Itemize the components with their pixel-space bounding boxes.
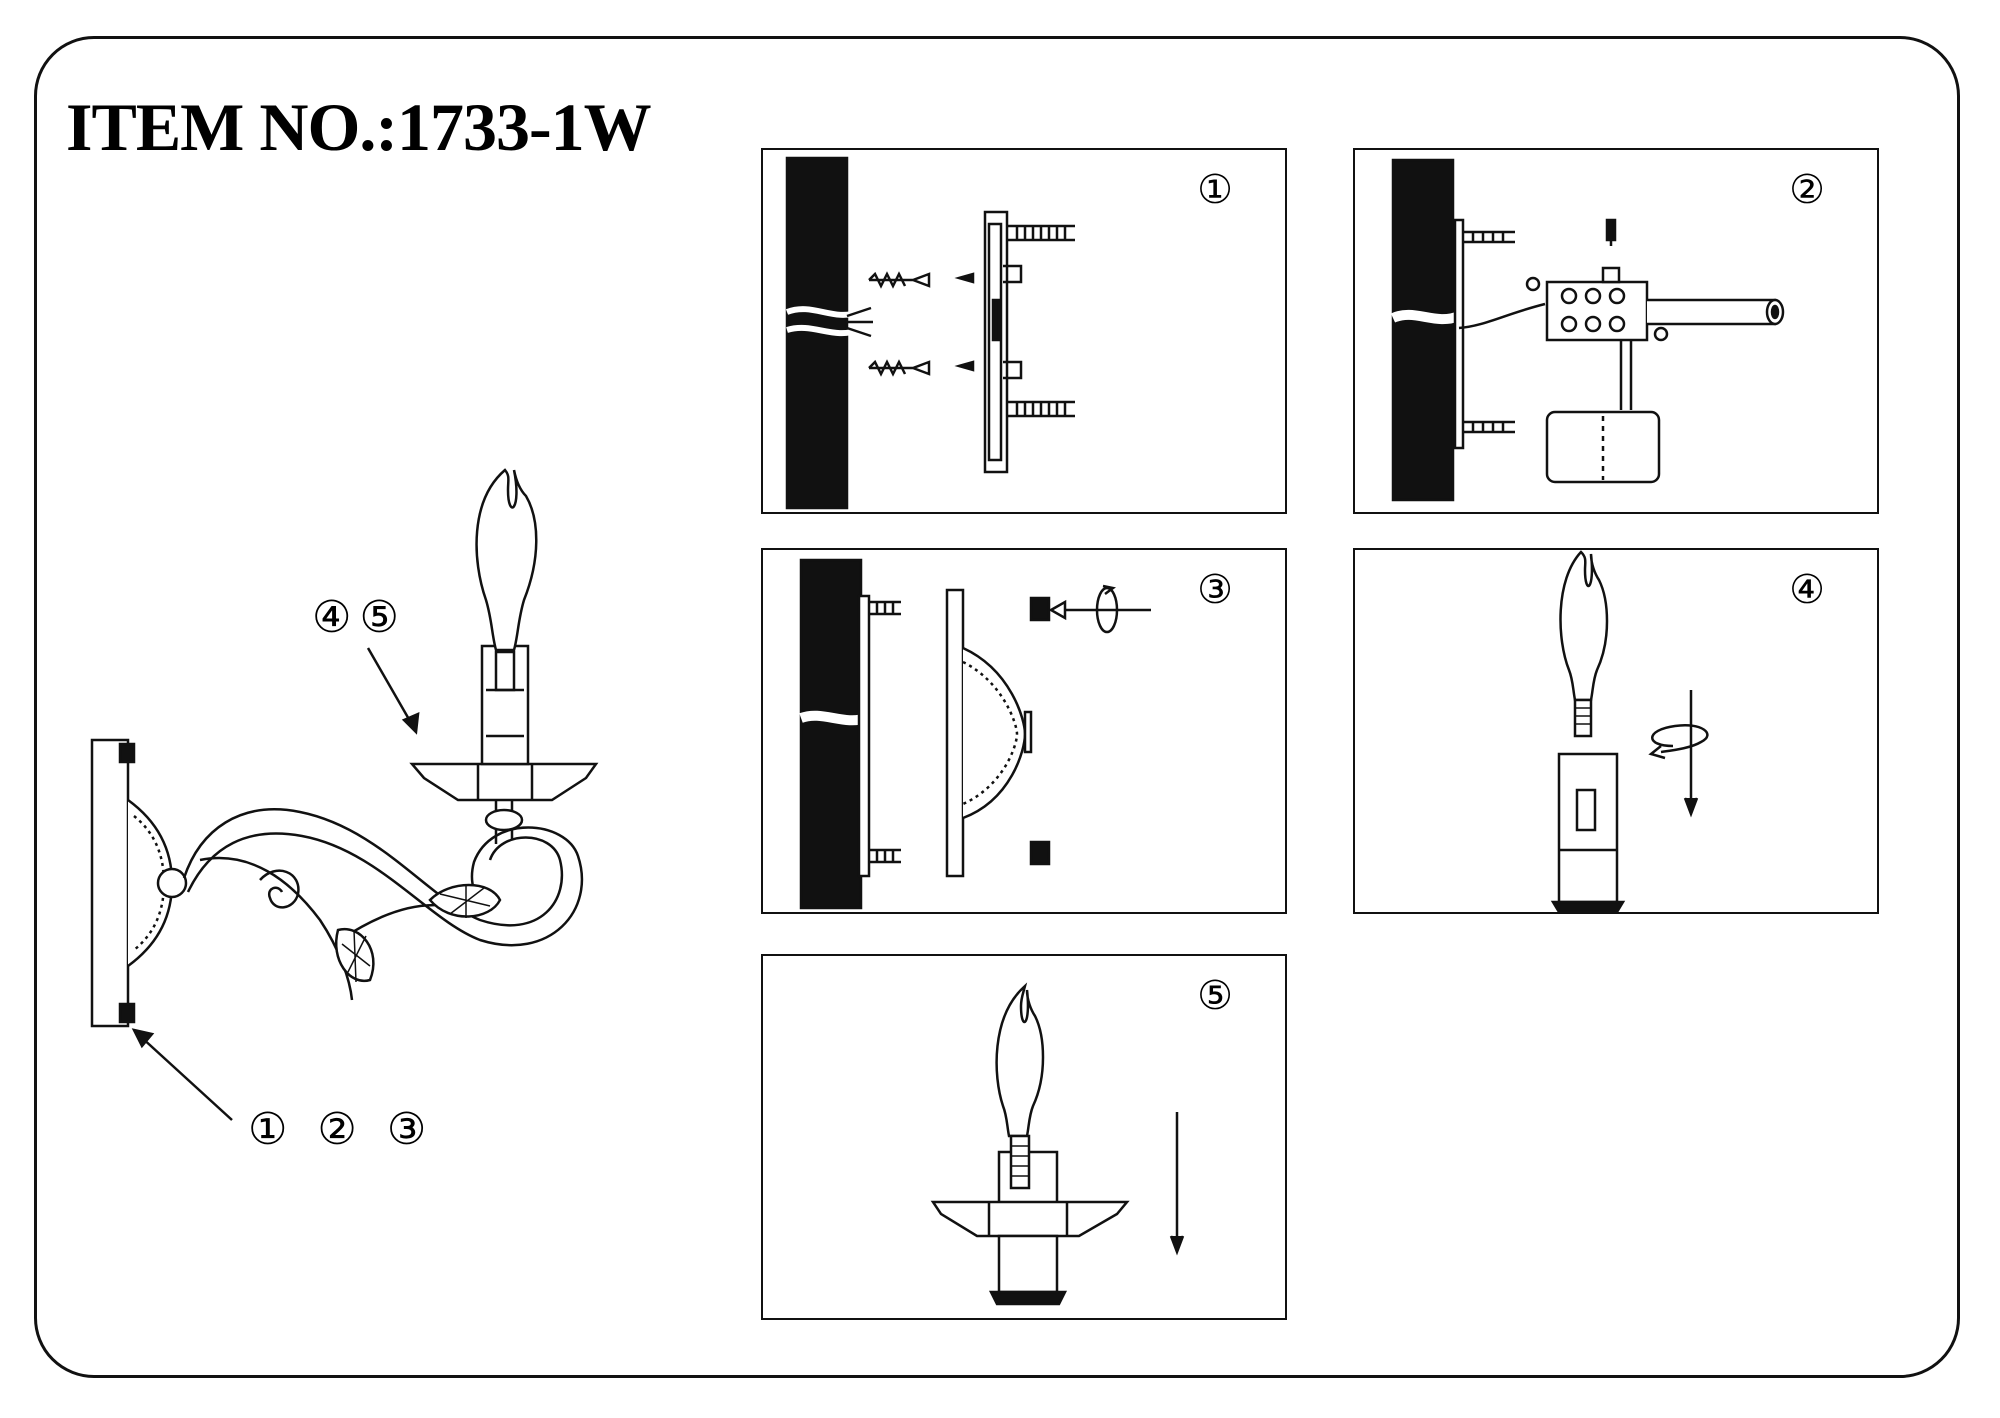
step-4-drawing bbox=[1550, 550, 1709, 914]
canopy-plate bbox=[945, 588, 965, 878]
wall bbox=[1391, 158, 1455, 502]
bracket-inner bbox=[987, 222, 1003, 462]
stem-knuckle bbox=[484, 808, 524, 832]
bolt-bottom bbox=[869, 848, 901, 864]
arm-inner bbox=[186, 826, 584, 947]
page-frame bbox=[34, 36, 1960, 1378]
terminal-screw-top bbox=[1601, 266, 1621, 284]
step-number-5: ⑤ bbox=[1197, 973, 1233, 1019]
step-panel-4: ④ bbox=[1353, 548, 1879, 914]
sleeve-cup bbox=[1550, 900, 1626, 914]
wire-gap bbox=[1390, 309, 1461, 325]
step-number-3: ③ bbox=[1197, 567, 1233, 613]
canopy-dome bbox=[962, 646, 1027, 820]
wires bbox=[846, 306, 873, 338]
curl bbox=[259, 869, 300, 909]
down-arrow-head bbox=[1169, 1235, 1185, 1256]
step-1-drawing bbox=[785, 156, 1075, 510]
supply-wire bbox=[1458, 302, 1546, 330]
bracket bbox=[857, 594, 871, 878]
crystal-facets-2 bbox=[341, 929, 371, 983]
bobeche bbox=[409, 762, 599, 802]
branch bbox=[199, 856, 354, 1001]
arrow-bottom-line bbox=[139, 1035, 233, 1121]
fixture-cable bbox=[1647, 298, 1777, 326]
cap-nut-bottom bbox=[1029, 840, 1051, 866]
anchor-2 bbox=[868, 359, 931, 377]
sleeve-cup bbox=[988, 1290, 1068, 1306]
step-5-drawing bbox=[930, 982, 1185, 1306]
sleeve-lines bbox=[486, 688, 524, 738]
bolt-top bbox=[1007, 224, 1075, 242]
rotation-head bbox=[1648, 745, 1666, 760]
step-number-2: ② bbox=[1789, 167, 1825, 213]
screw-1 bbox=[954, 272, 975, 284]
bolt-top bbox=[869, 600, 901, 616]
callout-steps-4-5: ④⑤ bbox=[312, 592, 407, 643]
sconce-drawing bbox=[90, 468, 599, 1121]
bracket bbox=[1453, 218, 1465, 450]
down-arrow-head bbox=[1683, 797, 1699, 818]
flame-bulb bbox=[995, 982, 1045, 1138]
arrow-top-line bbox=[366, 647, 416, 729]
step-panel-3: ③ bbox=[761, 548, 1287, 914]
wall bbox=[799, 558, 863, 910]
step-3-drawing bbox=[799, 558, 1151, 910]
rotation-head bbox=[1102, 584, 1116, 595]
bolt-top bbox=[1463, 230, 1515, 244]
bulb-base bbox=[1573, 698, 1593, 738]
step-2-drawing bbox=[1390, 158, 1785, 502]
bobeche-lines bbox=[476, 764, 534, 800]
screw-2 bbox=[954, 360, 975, 372]
bobeche-lines bbox=[987, 1202, 1069, 1236]
flame-bulb bbox=[1559, 550, 1609, 702]
bracket-tabs bbox=[1003, 264, 1023, 380]
step-panel-5: ⑤ bbox=[761, 954, 1287, 1320]
drop-wires bbox=[1619, 340, 1633, 410]
canopy-ornament bbox=[133, 815, 166, 951]
screwdriver bbox=[1605, 218, 1617, 246]
cap-nut-top bbox=[1029, 596, 1051, 622]
install-arrow-head bbox=[1048, 599, 1067, 621]
bobeche bbox=[930, 1200, 1130, 1238]
canopy-lip bbox=[1023, 710, 1033, 754]
bulb-threads bbox=[1575, 707, 1591, 725]
wire-gap bbox=[799, 710, 869, 726]
step-number-1: ① bbox=[1197, 167, 1233, 213]
bulb-base bbox=[1009, 1134, 1031, 1190]
anchor-1 bbox=[868, 271, 931, 289]
flame-bulb bbox=[475, 468, 538, 652]
rotation-swirl bbox=[1651, 723, 1709, 754]
plate-screw-bottom bbox=[118, 1002, 136, 1024]
crystal-facets-1 bbox=[439, 884, 491, 918]
canopy-ornament bbox=[962, 660, 1019, 806]
arrow-bottom-head bbox=[131, 1028, 155, 1049]
bolt-bottom bbox=[1007, 400, 1075, 418]
step-panel-1: ① bbox=[761, 148, 1287, 514]
socket bbox=[1575, 788, 1597, 832]
plate-screw-top bbox=[118, 742, 136, 764]
lower-sleeve bbox=[997, 1234, 1059, 1294]
socket bbox=[494, 650, 516, 692]
canopy-knob bbox=[156, 867, 188, 899]
arrow-top-head bbox=[401, 712, 420, 735]
item-number-title: ITEM NO.:1733-1W bbox=[66, 89, 652, 165]
wall-plate bbox=[90, 738, 130, 1028]
step-panel-2: ② bbox=[1353, 148, 1879, 514]
bulb-threads bbox=[1011, 1145, 1029, 1177]
callout-steps-1-2-3: ① ② ③ bbox=[248, 1104, 435, 1155]
bolt-bottom bbox=[1463, 420, 1515, 434]
step-number-4: ④ bbox=[1789, 567, 1825, 613]
bracket-slot bbox=[991, 298, 1001, 342]
